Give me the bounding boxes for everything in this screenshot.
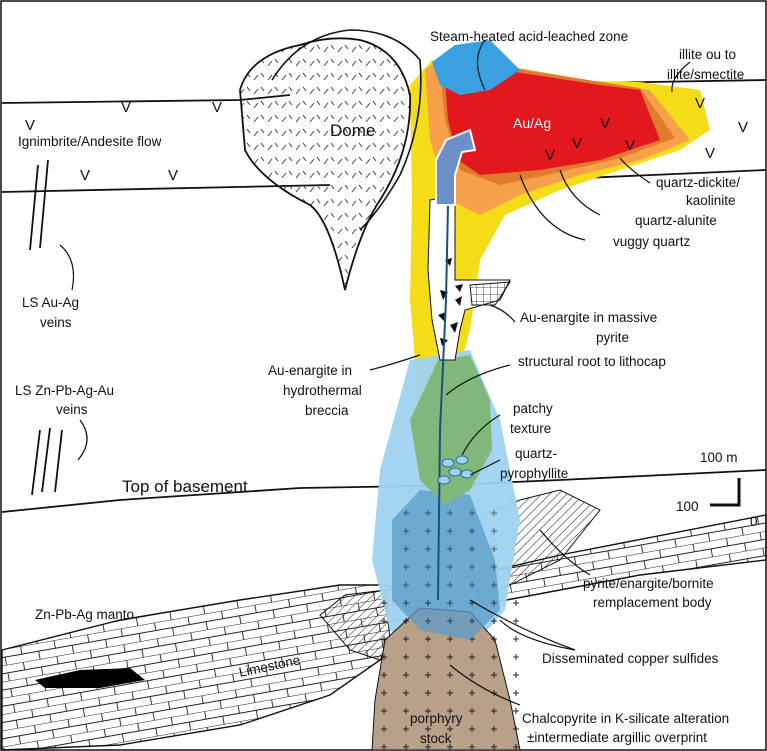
label-ignimbrite: Ignimbrite/Andesite flow [18,134,162,149]
v-mark: V [168,167,178,184]
label-steam-heated: Steam-heated acid-leached zone [430,29,628,44]
label-au-ag: Au/Ag [513,115,551,131]
label-patchy-1: patchy [513,401,553,416]
label-au-enargite-breccia-2: hydrothermal [283,383,362,398]
label-ls-au-ag-1: LS Au-Ag [22,295,79,310]
label-ls-zn-2: veins [56,402,88,417]
v-mark: V [600,115,610,132]
label-structural-root: structural root to lithocap [518,354,666,369]
label-pyrite-body-2: remplacement body [593,595,712,610]
label-ls-zn-1: LS Zn-Pb-Ag-Au [15,383,114,398]
v-mark: V [545,147,555,164]
label-vuggy-quartz: vuggy quartz [613,234,691,249]
label-scale-vertical: 100 m [700,450,738,465]
label-dome: Dome [330,121,375,140]
label-manto: Zn-Pb-Ag manto [35,607,134,622]
label-pyrite-body-1: pyrite/enargite/bornite [583,576,714,591]
label-scale-origin: 0 [750,514,758,529]
label-quartz-dickite-1: quartz-dickite/ [656,175,740,190]
label-scale-horizontal: 100 [676,499,699,514]
v-mark: V [705,145,715,162]
v-mark: V [625,137,635,154]
label-au-enargite-breccia-3: breccia [305,403,349,418]
v-mark: V [695,95,705,112]
label-illite-2: illite/smectite [667,67,744,82]
v-mark: V [121,99,131,116]
label-ls-au-ag-2: veins [40,315,72,330]
label-quartz-dickite-2: kaolinite [686,193,736,208]
v-mark: V [738,119,748,136]
label-au-enargite-breccia-1: Au-enargite in [268,363,352,378]
v-mark: V [80,167,90,184]
label-disseminated: Disseminated copper sulfides [542,651,719,666]
label-qp-1: quartz- [515,446,557,461]
label-patchy-2: texture [510,421,551,436]
label-top-of-basement: Top of basement [122,477,248,496]
v-mark: V [25,117,35,134]
label-au-enargite-pyrite-2: pyrite [596,330,629,345]
v-mark: V [212,99,222,116]
label-au-enargite-pyrite-1: Au-enargite in massive [520,310,657,325]
label-illite-1: illite ou to [679,47,736,62]
plus-overprint [392,510,502,630]
v-mark: V [572,135,582,152]
label-porphyry-1: porphyry [410,711,463,726]
label-chalco-1: Chalcopyrite in K-silicate alteration [522,711,729,726]
label-chalco-2: ±intermediate argillic overprint [527,730,707,745]
label-porphyry-2: stock [420,731,452,746]
label-qp-2: pyrophyllite [500,466,568,481]
label-quartz-alunite: quartz-alunite [635,213,717,228]
